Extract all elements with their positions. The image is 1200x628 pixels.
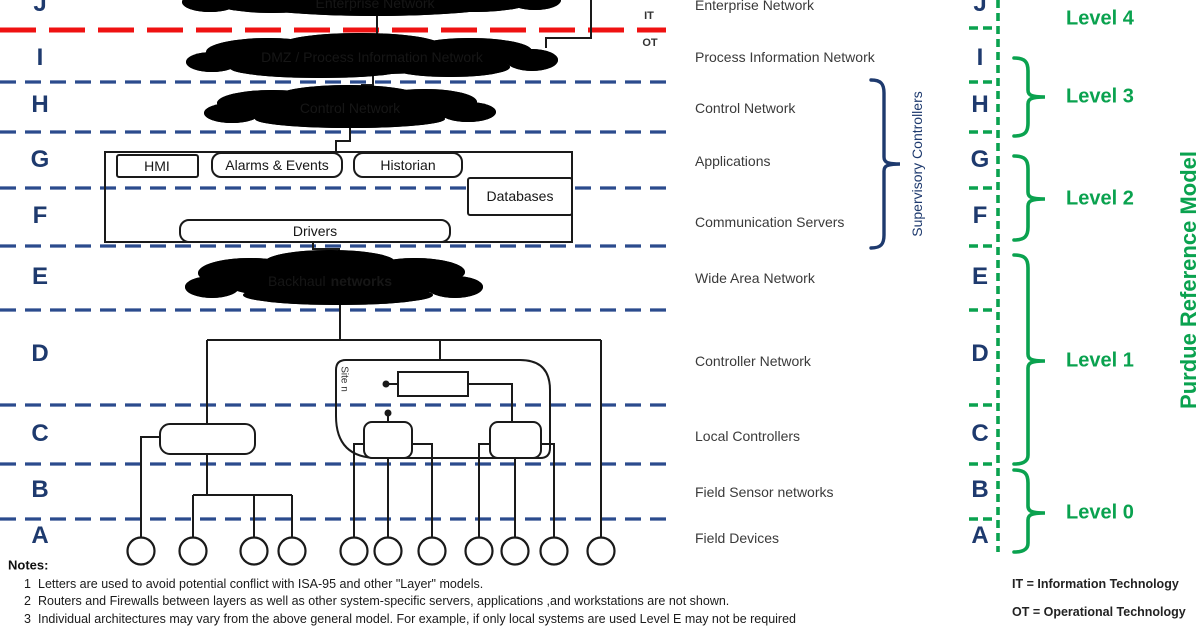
right-letter-E: E — [971, 263, 989, 290]
field-device-circle — [586, 536, 616, 566]
level-3-brace — [1012, 56, 1046, 138]
local-controller-box — [363, 421, 413, 459]
left-letter-C: C — [31, 420, 49, 447]
right-letter-C: C — [971, 420, 989, 447]
it-zone-label: IT — [644, 10, 654, 22]
backhaul-word-2: networks — [330, 273, 393, 289]
supervisory-brace — [869, 78, 901, 250]
row-label-field-devices: Field Devices — [695, 530, 780, 546]
level-3-label: Level 3 — [1066, 85, 1134, 108]
alarms-events-box — [211, 152, 343, 178]
note-2-number: 2 — [24, 594, 31, 608]
left-letter-I: I — [36, 44, 44, 71]
hmi-label: HMI — [144, 158, 170, 174]
level-2-label: Level 2 — [1066, 187, 1134, 210]
level-0-brace — [1012, 468, 1046, 554]
note-3: 3 Individual architectures may vary from … — [24, 612, 796, 626]
notes-title: Notes: — [8, 557, 49, 573]
enterprise-cloud-label: Enterprise Network — [315, 0, 435, 11]
row-label-field-sensor-networks: Field Sensor networks — [695, 484, 834, 500]
site-n-label: Site n — [338, 366, 350, 392]
row-label-local-controllers: Local Controllers — [695, 428, 801, 444]
field-device-circle — [277, 536, 307, 566]
historian-box — [353, 152, 463, 178]
left-letter-A: A — [31, 522, 49, 549]
note-3-number: 3 — [24, 612, 31, 626]
field-device-circle — [126, 536, 156, 566]
layer-divider-lines — [0, 80, 666, 521]
left-letter-F: F — [32, 202, 48, 229]
note-1-number: 1 — [24, 577, 31, 591]
note-2: 2 Routers and Firewalls between layers as… — [24, 594, 729, 608]
drivers-box — [179, 219, 451, 243]
left-letter-G: G — [30, 146, 50, 173]
right-letter-D: D — [971, 340, 989, 367]
hmi-box — [116, 154, 199, 178]
dmz-cloud-label: DMZ / Process Information Network — [261, 49, 483, 65]
alarms-events-label: Alarms & Events — [225, 157, 329, 173]
left-letter-D: D — [31, 340, 49, 367]
level-4-label: Level 4 — [1066, 7, 1134, 30]
left-letter-E: E — [31, 263, 49, 290]
right-letter-H: H — [971, 91, 989, 118]
left-letter-J: J — [33, 0, 47, 17]
left-letter-B: B — [31, 476, 49, 503]
purdue-level-lines — [969, 0, 1046, 554]
field-device-circle — [500, 536, 530, 566]
ot-zone-label: OT — [642, 37, 658, 49]
right-letter-F: F — [972, 202, 988, 229]
backhaul-word-1: Backhaul — [267, 273, 326, 289]
row-label-control-network: Control Network — [695, 100, 796, 116]
row-label-communication-servers: Communication Servers — [695, 214, 845, 230]
field-device-circle — [373, 536, 403, 566]
supervisory-controllers-label: Supervisory Controllers — [909, 91, 925, 237]
site-box — [335, 359, 551, 459]
right-letter-B: B — [971, 476, 989, 503]
network-tap-dot — [384, 409, 392, 417]
it-legend: IT = Information Technology — [1012, 577, 1179, 591]
right-letter-A: A — [971, 522, 989, 549]
field-device-circles — [126, 536, 616, 566]
connector-lines — [140, 0, 602, 538]
field-device-circle — [539, 536, 569, 566]
note-3-text: Individual architectures may vary from t… — [38, 612, 797, 626]
level-1-brace — [1012, 253, 1046, 466]
right-letter-G: G — [970, 146, 990, 173]
right-letter-I: I — [976, 44, 984, 71]
level-1-label: Level 1 — [1066, 349, 1134, 372]
row-label-wide-area-network: Wide Area Network — [695, 270, 815, 286]
right-letter-J: J — [973, 0, 987, 17]
row-label-controller-network: Controller Network — [695, 353, 811, 369]
field-device-circle — [339, 536, 369, 566]
note-1: 1 Letters are used to avoid potential con… — [24, 577, 483, 591]
note-2-text: Routers and Firewalls between layers as … — [38, 594, 730, 608]
databases-box — [467, 177, 573, 216]
row-label-process-information-network: Process Information Network — [695, 49, 875, 65]
databases-label: Databases — [486, 188, 554, 204]
local-controller-box — [489, 421, 542, 459]
level-0-label: Level 0 — [1066, 501, 1134, 524]
level-2-brace — [1012, 154, 1046, 242]
purdue-reference-model-title: Purdue Reference Model — [1176, 151, 1200, 409]
network-tap-dot — [382, 380, 390, 388]
drivers-label: Drivers — [292, 223, 338, 239]
field-device-circle — [178, 536, 208, 566]
row-label-applications: Applications — [695, 153, 771, 169]
row-label-enterprise-network: Enterprise Network — [695, 0, 815, 13]
left-letter-H: H — [31, 91, 49, 118]
field-device-circle — [239, 536, 269, 566]
field-device-circle — [417, 536, 447, 566]
control-cloud-label: Control Network — [299, 100, 401, 116]
site-controller-box — [397, 371, 469, 397]
field-device-circle — [464, 536, 494, 566]
ot-legend: OT = Operational Technology — [1012, 605, 1186, 619]
local-controller-box — [159, 423, 256, 455]
note-1-text: Letters are used to avoid potential conf… — [38, 577, 484, 591]
historian-label: Historian — [380, 157, 436, 173]
